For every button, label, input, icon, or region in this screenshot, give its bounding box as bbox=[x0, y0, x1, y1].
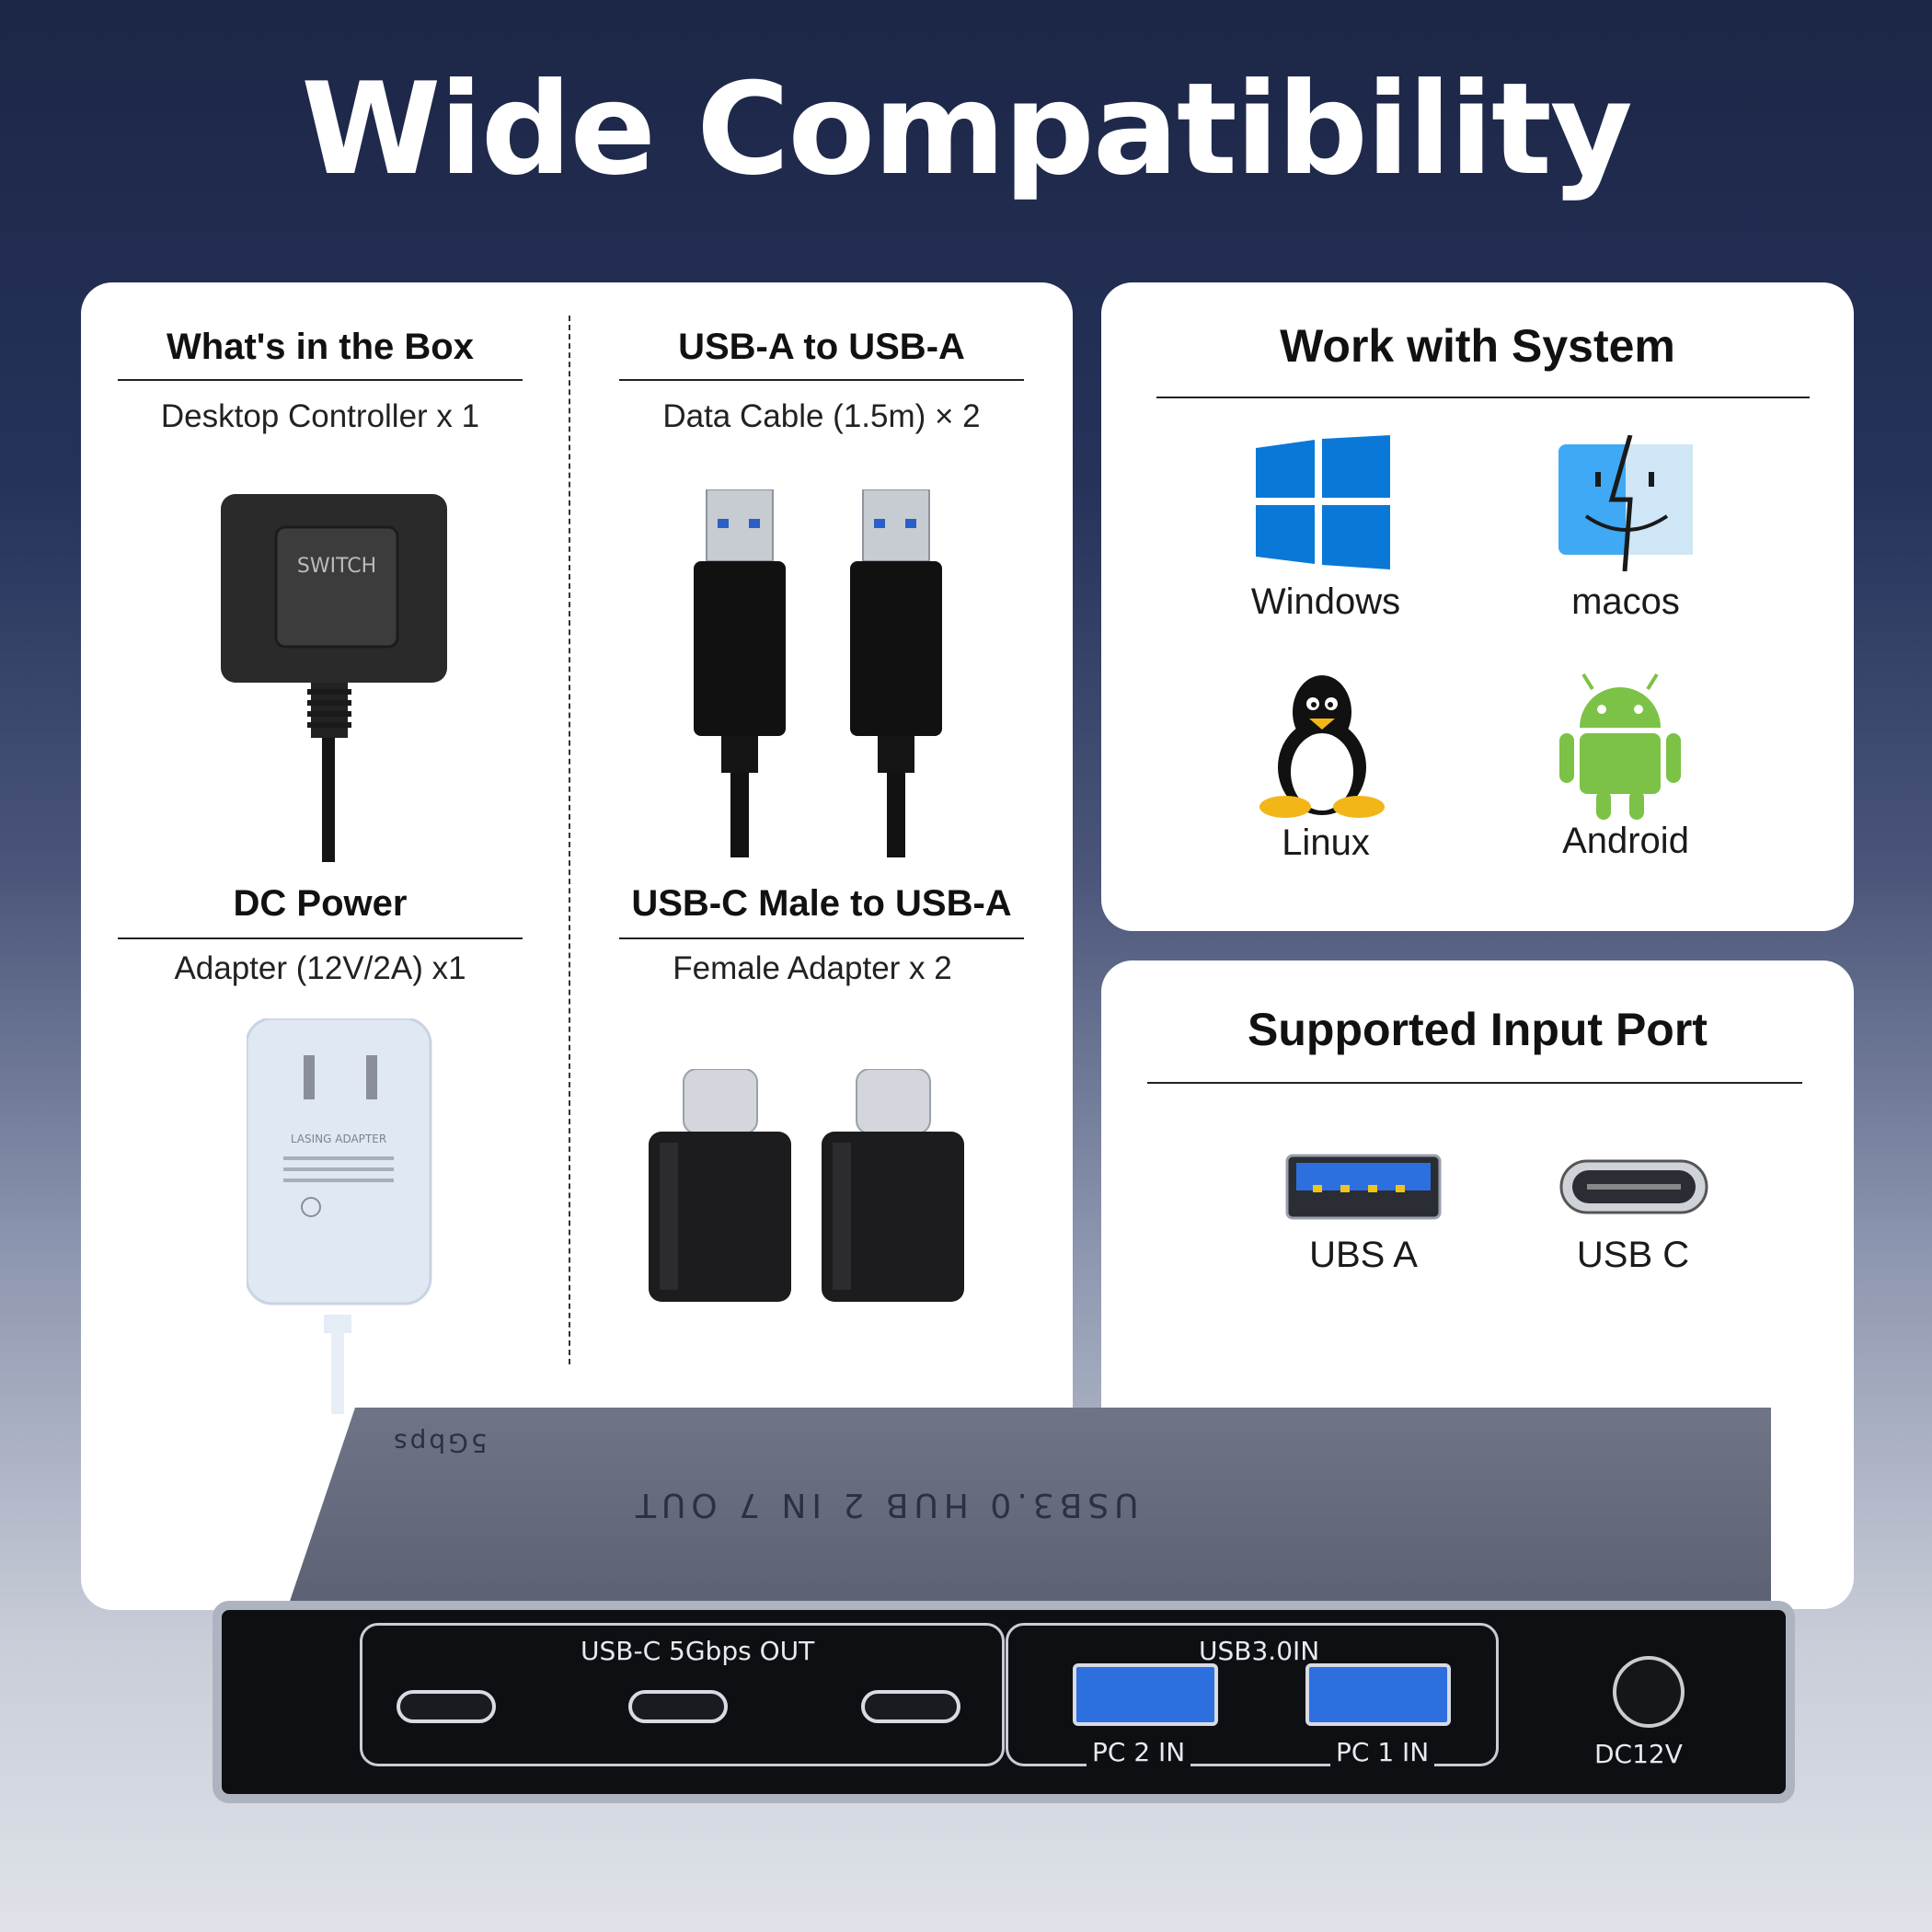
power-adapter-image: LASING ADAPTER bbox=[247, 1018, 432, 1414]
box-item-heading: USB-C Male to USB-A bbox=[631, 883, 1012, 924]
usb-c-out-port-1[interactable] bbox=[397, 1690, 496, 1723]
box-item-detail: Adapter (12V/2A) x1 bbox=[174, 950, 466, 986]
system-section-rule bbox=[1156, 397, 1810, 398]
port-label-usb-c: USB C bbox=[1576, 1235, 1690, 1275]
dashed-divider bbox=[569, 316, 570, 1364]
hub-speed-text: 5Gbps bbox=[391, 1428, 488, 1458]
desktop-controller-image: SWITCH bbox=[221, 494, 447, 862]
box-item-detail: Data Cable (1.5m) × 2 bbox=[662, 398, 981, 434]
switch-label: SWITCH bbox=[297, 555, 376, 578]
system-compatibility-card: Work with System Windows macos Linux bbox=[1101, 282, 1854, 931]
pc1-in-label: PC 1 IN bbox=[1330, 1737, 1435, 1767]
usb-hub-device: USB3.0 HUB 2 IN 7 OUT 5Gbps USB-C 5Gbps … bbox=[198, 1408, 1795, 1803]
usb-a-cable-image bbox=[694, 489, 942, 857]
port-section-rule bbox=[1147, 1082, 1802, 1084]
usb-a-port-icon bbox=[1285, 1154, 1442, 1220]
pc2-in-port[interactable] bbox=[1073, 1663, 1218, 1726]
linux-icon bbox=[1259, 675, 1385, 818]
dc-label: DC12V bbox=[1594, 1739, 1683, 1769]
box-item-rule bbox=[118, 937, 523, 939]
port-section-title: Supported Input Port bbox=[1248, 1004, 1708, 1055]
adapter-label: LASING ADAPTER bbox=[291, 1133, 386, 1145]
port-label-usb-a: UBS A bbox=[1309, 1235, 1418, 1275]
usb-c-port-icon bbox=[1559, 1159, 1708, 1214]
os-label-macos: macos bbox=[1571, 581, 1680, 622]
dc-power-jack[interactable] bbox=[1613, 1656, 1685, 1728]
macos-icon bbox=[1558, 435, 1693, 571]
usb-in-group bbox=[1006, 1623, 1499, 1766]
pc2-in-label: PC 2 IN bbox=[1087, 1737, 1191, 1767]
box-item-detail: Desktop Controller x 1 bbox=[160, 398, 480, 434]
os-label-android: Android bbox=[1562, 821, 1689, 861]
usb-c-out-group bbox=[360, 1623, 1005, 1766]
usb-c-out-port-2[interactable] bbox=[628, 1690, 728, 1723]
box-item-detail: Female Adapter x 2 bbox=[673, 950, 952, 986]
windows-icon bbox=[1256, 435, 1390, 569]
hub-top-surface bbox=[281, 1408, 1771, 1628]
box-contents-card: What's in the Box Desktop Controller x 1… bbox=[81, 282, 1073, 1610]
page-title: Wide Compatibility bbox=[301, 55, 1633, 203]
box-item-heading: USB-A to USB-A bbox=[678, 327, 965, 367]
box-item-rule bbox=[619, 937, 1024, 939]
os-label-windows: Windows bbox=[1250, 581, 1401, 622]
pc1-in-port[interactable] bbox=[1305, 1663, 1451, 1726]
box-item-heading: DC Power bbox=[233, 883, 408, 924]
hub-model-text: USB3.0 HUB 2 IN 7 OUT bbox=[630, 1486, 1139, 1524]
usb-c-adapter-image bbox=[649, 1069, 964, 1302]
box-item-rule bbox=[118, 379, 523, 381]
system-section-title: Work with System bbox=[1280, 320, 1675, 372]
hub-front-panel: USB-C 5Gbps OUT USB3.0IN PC 2 IN PC 1 IN… bbox=[213, 1601, 1795, 1803]
usb-in-label: USB3.0IN bbox=[1199, 1636, 1320, 1666]
android-icon bbox=[1559, 673, 1681, 820]
box-item-heading: What's in the Box bbox=[167, 327, 474, 367]
box-item-rule bbox=[619, 379, 1024, 381]
usb-c-out-label: USB-C 5Gbps OUT bbox=[581, 1636, 815, 1666]
usb-c-out-port-3[interactable] bbox=[861, 1690, 960, 1723]
os-label-linux: Linux bbox=[1282, 822, 1370, 863]
